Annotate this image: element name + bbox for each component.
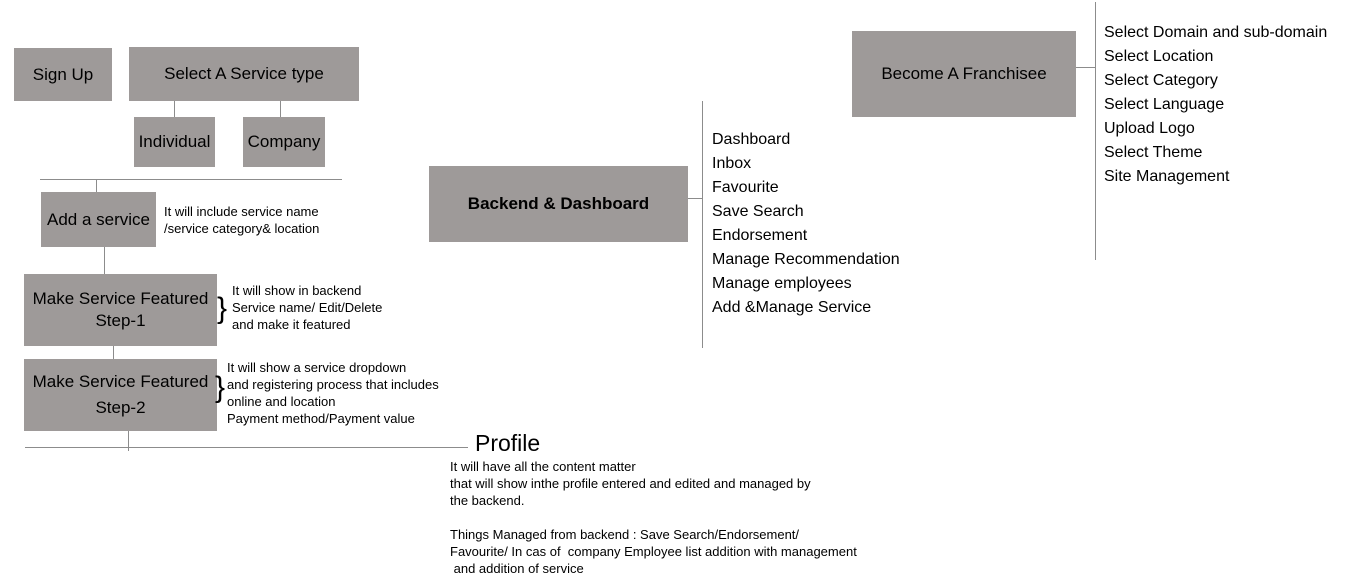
company-box: Company [243, 117, 325, 167]
connector-divider-to-add-service [96, 179, 97, 192]
list-item: Site Management [1104, 168, 1230, 185]
profile-description: It will have all the content matter that… [450, 459, 857, 576]
list-item: Select Theme [1104, 144, 1203, 161]
featured-step1-title: Make Service Featured [32, 289, 209, 308]
list-item: Dashboard [712, 131, 791, 148]
individual-box: Individual [134, 117, 215, 167]
featured-step1-step: Step-1 [95, 311, 146, 330]
backend-dashboard-box: Backend & Dashboard [429, 166, 688, 242]
step1-brace: } [217, 292, 228, 325]
backend-feature-list: Dashboard Inbox Favourite Save Search En… [712, 128, 900, 320]
list-item: Save Search [712, 203, 804, 220]
become-franchisee-label: Become A Franchisee [881, 64, 1047, 83]
featured-step1-box: Make Service Featured Step-1 [24, 274, 217, 346]
sign-up-label: Sign Up [32, 64, 94, 84]
connector-backend-horizontal [688, 198, 702, 199]
step2-brace: } [215, 371, 226, 404]
list-item: Add &Manage Service [712, 299, 872, 316]
connector-horizontal-divider [40, 179, 342, 180]
select-service-type-label: Select A Service type [164, 64, 324, 83]
list-item: Favourite [712, 179, 779, 196]
add-service-label: Add a service [47, 209, 150, 229]
list-item: Endorsement [712, 227, 808, 244]
connector-backend-vertical [702, 101, 703, 348]
connector-franchisee-horizontal [1076, 67, 1095, 68]
become-franchisee-box: Become A Franchisee [852, 31, 1076, 117]
step1-note: It will show in backend Service name/ Ed… [232, 283, 383, 332]
individual-label: Individual [138, 132, 211, 151]
connector-add-service-to-step1 [104, 247, 105, 274]
list-item: Inbox [712, 155, 752, 172]
add-service-note: It will include service name /service ca… [164, 204, 320, 236]
list-item: Select Location [1104, 48, 1214, 65]
list-item: Select Category [1104, 72, 1218, 89]
featured-step2-box: Make Service Featured Step-2 [24, 359, 217, 431]
list-item: Select Domain and sub-domain [1104, 24, 1328, 41]
list-item: Manage Recommendation [712, 251, 900, 268]
featured-step2-step: Step-2 [95, 398, 146, 417]
connector-bottom-line [25, 447, 468, 448]
connector-bottom-tick [128, 431, 129, 451]
franchisee-feature-list: Select Domain and sub-domain Select Loca… [1104, 21, 1327, 189]
list-item: Manage employees [712, 275, 852, 292]
list-item: Select Language [1104, 96, 1225, 113]
profile-heading: Profile [475, 430, 541, 456]
select-service-type-box: Select A Service type [129, 47, 359, 101]
company-label: Company [247, 132, 321, 151]
add-service-box: Add a service [41, 192, 156, 247]
connector-service-type-to-company [280, 101, 281, 117]
backend-dashboard-label: Backend & Dashboard [467, 194, 650, 213]
step2-note: It will show a service dropdown and regi… [227, 360, 439, 426]
connector-franchisee-vertical [1095, 2, 1096, 260]
list-item: Upload Logo [1104, 120, 1195, 137]
connector-step1-to-step2 [113, 346, 114, 359]
connector-service-type-to-individual [174, 101, 175, 117]
featured-step2-title: Make Service Featured [32, 372, 209, 391]
sign-up-box: Sign Up [14, 48, 112, 101]
